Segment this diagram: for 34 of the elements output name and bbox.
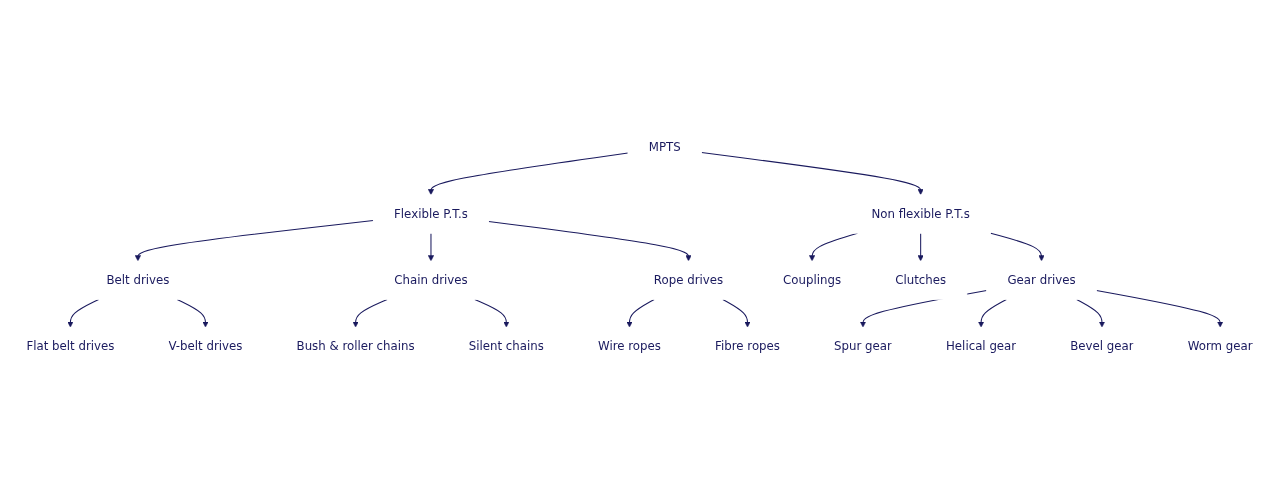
node-text: Rope drives: [653, 272, 724, 287]
arrow: [352, 298, 388, 328]
arrow: [474, 298, 510, 328]
arrow: [134, 219, 374, 262]
arrow: [488, 220, 692, 262]
node-text: Worm gear: [1187, 338, 1253, 353]
arrow: [1076, 298, 1106, 328]
node-text: Flat belt drives: [26, 338, 115, 353]
node-text: Flexible P.T.s: [394, 206, 468, 221]
node-text: Couplings: [783, 272, 842, 287]
arrow: [1095, 289, 1224, 328]
arrow: [701, 151, 924, 195]
node-text: Spur gear: [834, 338, 892, 353]
node-text: Chain drives: [394, 272, 468, 287]
node-text: Bevel gear: [1070, 338, 1134, 353]
arrow: [626, 298, 655, 328]
arrow: [978, 298, 1007, 328]
node-text: V-belt drives: [168, 338, 243, 353]
arrow: [427, 232, 434, 262]
node-text: Silent chains: [468, 338, 544, 353]
arrow: [917, 232, 924, 262]
node-text: Belt drives: [106, 272, 170, 287]
arrow: [67, 298, 100, 328]
node-text: Non flexible P.T.s: [871, 206, 970, 221]
node-text: MPTS: [648, 140, 681, 155]
node-text: Gear drives: [1007, 272, 1076, 287]
node-text: Helical gear: [945, 338, 1017, 353]
arrow: [176, 298, 209, 328]
node-text: Bush & roller chains: [296, 338, 415, 353]
arrow: [427, 152, 629, 195]
node-text: Wire ropes: [598, 338, 661, 353]
node-text: Fibre ropes: [715, 338, 780, 353]
arrow: [722, 298, 751, 328]
arrow: [990, 232, 1045, 262]
